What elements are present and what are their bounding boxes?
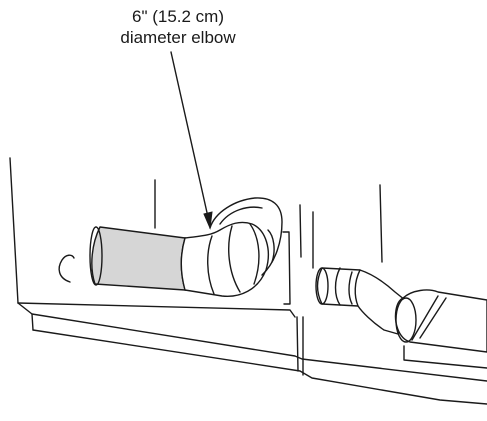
left-hose-curl bbox=[58, 254, 75, 283]
elbow-callout-label: 6" (15.2 cm) diameter elbow bbox=[88, 6, 268, 48]
duct-elbow bbox=[180, 197, 283, 297]
callout-leader-arrow bbox=[170, 51, 213, 230]
elbow-description-text: diameter elbow bbox=[120, 28, 236, 47]
elbow-size-text: 6" (15.2 cm) bbox=[131, 7, 224, 26]
dryer-cabinet bbox=[9, 157, 487, 405]
duct-right-run bbox=[315, 267, 406, 335]
exhaust-hood bbox=[394, 289, 487, 369]
